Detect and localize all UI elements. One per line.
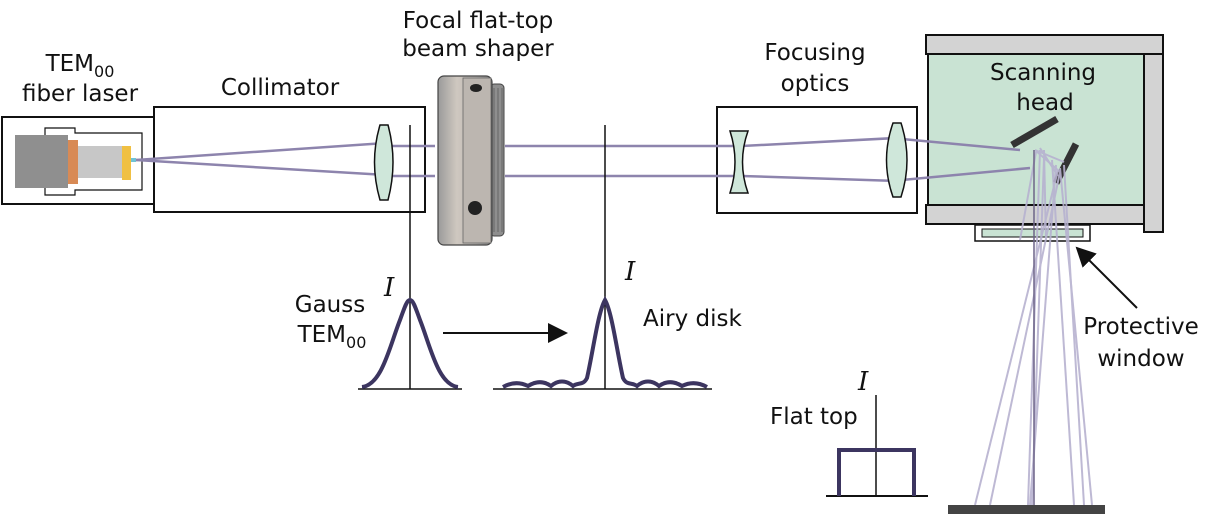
beam-to-mirror-lower — [901, 166, 1031, 182]
work-plane — [948, 505, 1105, 514]
beam-diverging-lower — [135, 158, 387, 177]
laser-core — [78, 146, 123, 178]
flat-top-beam-shaper — [437, 75, 505, 246]
gauss-curve — [361, 297, 459, 389]
scanning-head-label-line2: head — [1016, 90, 1073, 116]
laser-label-line1: TEM00 — [45, 51, 115, 81]
laser-orange-band — [68, 140, 78, 184]
gauss-profile — [358, 125, 462, 390]
collimator-label: Collimator — [221, 75, 340, 101]
scan-mirror-1 — [1010, 115, 1059, 149]
laser-body — [15, 135, 68, 188]
airy-curve — [502, 296, 708, 389]
flat-top-label: Flat top — [770, 404, 858, 430]
scanning-head-label-line1: Scanning — [990, 60, 1096, 86]
housing-top-plate — [925, 34, 1164, 55]
flat-top-profile — [826, 395, 928, 497]
protective-window-pointer — [1075, 246, 1138, 309]
airy-profile — [493, 125, 712, 390]
beam-expanded-lower — [741, 174, 897, 183]
fiber-laser — [1, 116, 155, 205]
airy-intensity-symbol: I — [624, 257, 636, 287]
beam-shaper-label-line2: beam shaper — [402, 36, 554, 62]
diverging-lens — [728, 130, 750, 194]
shaper-screw — [468, 201, 482, 215]
flat-top-intensity-symbol: I — [857, 367, 869, 397]
protective-window-label-line1: Protective — [1083, 314, 1198, 340]
gauss-intensity-symbol: I — [383, 273, 395, 303]
housing-right-wall — [1143, 53, 1164, 233]
focusing-optics-label-line1: Focusing — [764, 40, 865, 66]
laser-yellow-window — [122, 146, 131, 180]
beam-expanded-upper — [741, 136, 897, 148]
shaper-top-hole — [470, 84, 482, 92]
laser-inner-outline — [44, 127, 143, 196]
focusing-lens — [885, 122, 908, 198]
focusing-optics-box — [716, 106, 918, 214]
laser-fiber-tip — [131, 158, 136, 162]
gauss-label-line1: Gauss — [295, 292, 365, 318]
shaper-flange — [462, 77, 492, 244]
focusing-optics-label-line2: optics — [781, 71, 850, 97]
shaper-ridges — [493, 88, 503, 232]
protective-window-glass — [981, 228, 1084, 238]
airy-disk-label: Airy disk — [643, 306, 742, 332]
housing-bottom-plate — [925, 204, 1145, 225]
gauss-label-line2: TEM00 — [297, 322, 367, 352]
laser-label-line2: fiber laser — [22, 81, 139, 107]
collimator-lens — [373, 124, 394, 201]
beam-diverging-upper — [135, 141, 387, 162]
protective-window-label-line2: window — [1097, 346, 1184, 372]
flat-top-curve — [837, 448, 916, 496]
beam-to-mirror-upper — [901, 137, 1021, 152]
beam-shaper-label-line1: Focal flat-top — [403, 8, 554, 34]
